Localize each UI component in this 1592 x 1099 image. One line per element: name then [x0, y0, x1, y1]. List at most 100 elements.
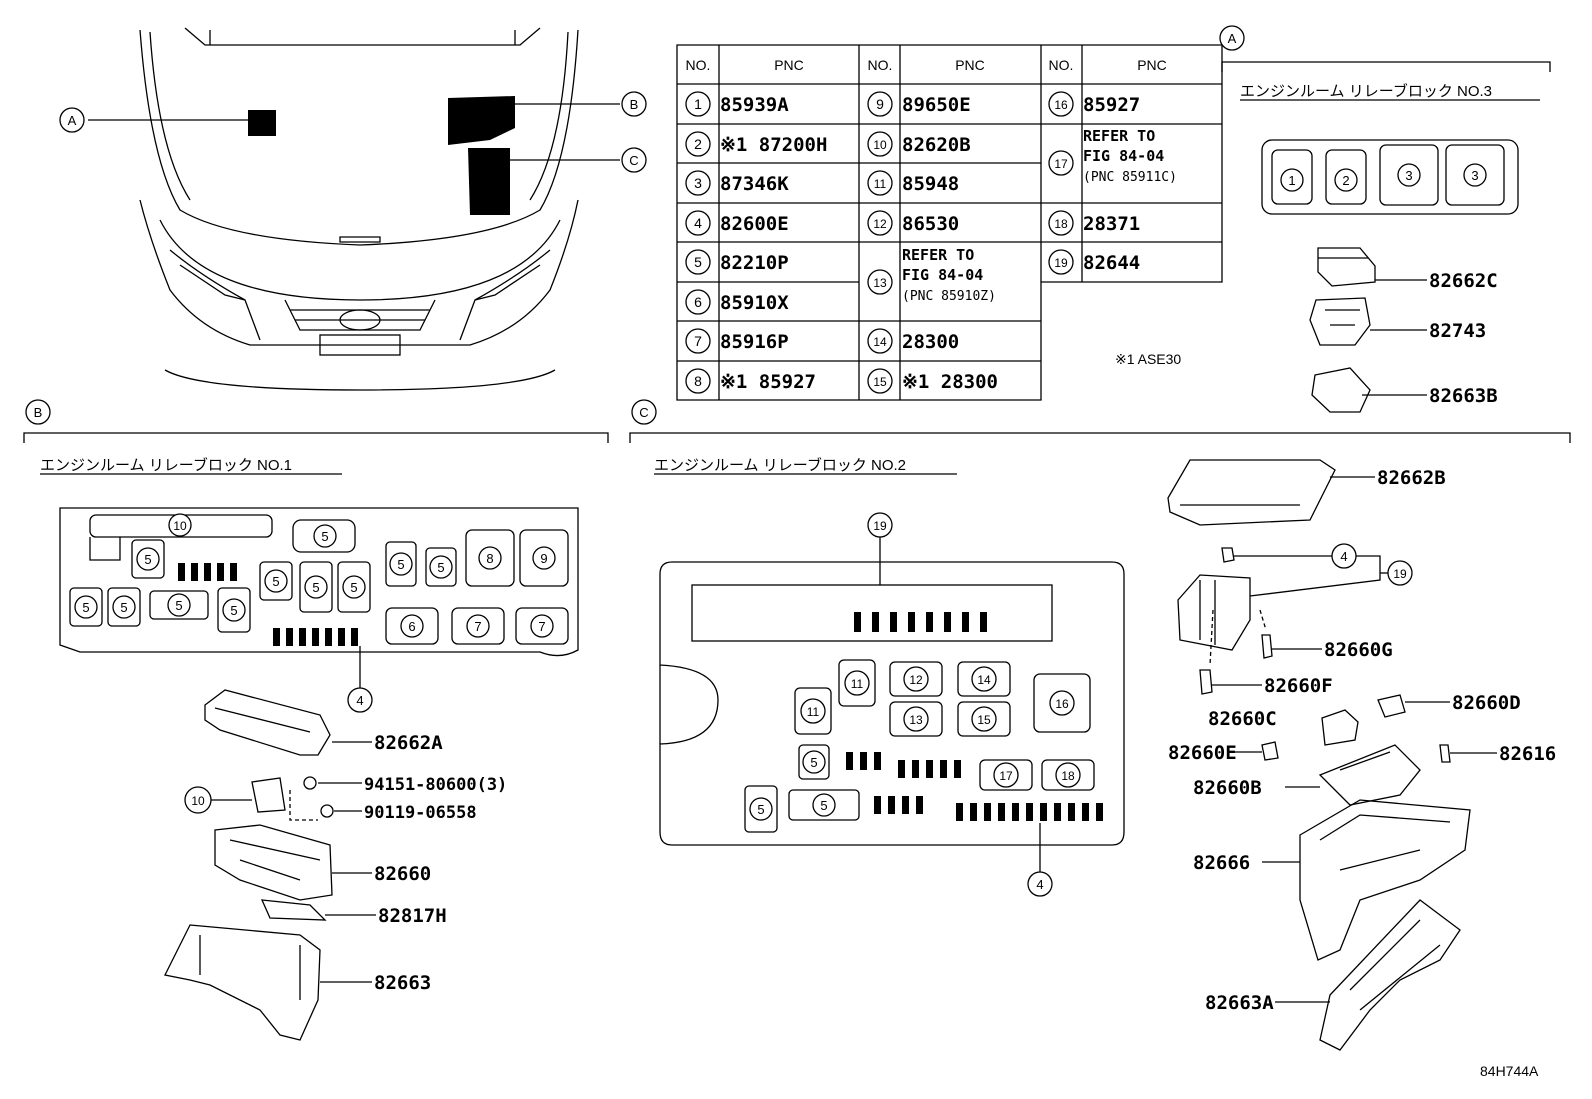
table-row-number-circle	[1048, 249, 1074, 275]
section-a-title: エンジンルーム リレーブロック NO.3	[1240, 82, 1492, 100]
table-row-number-circle	[685, 289, 711, 315]
table-row-number: 2	[694, 136, 702, 152]
svg-text:5: 5	[272, 574, 279, 589]
svg-text:5: 5	[757, 802, 764, 817]
table-row-pnc: ※1 87200H	[720, 134, 827, 156]
table-row-pnc: 85910X	[720, 292, 789, 314]
svg-text:4: 4	[356, 693, 363, 708]
section-c-header: C エンジンルーム リレーブロック NO.2	[629, 399, 1571, 475]
part-82743: 82743	[1429, 320, 1486, 342]
part-94151-80600: 94151-80600(3)	[364, 775, 507, 795]
svg-text:5: 5	[810, 755, 817, 770]
svg-text:19: 19	[1393, 567, 1407, 581]
table-row-pnc: 87346K	[720, 173, 789, 195]
table-row-number-circle	[685, 368, 711, 394]
table-row-number: 5	[694, 254, 702, 270]
part-82616: 82616	[1499, 743, 1556, 765]
svg-text:4: 4	[1340, 549, 1347, 564]
section-a-parts: 82662C 82743 82663B	[1309, 247, 1498, 413]
part-82663b: 82663B	[1429, 385, 1498, 407]
svg-text:5: 5	[397, 557, 404, 572]
table-row-number-circle	[685, 170, 711, 196]
svg-text:3: 3	[1405, 168, 1412, 183]
table-row-number-circle	[867, 131, 893, 157]
table-row-number-circle	[1048, 210, 1074, 236]
table-row-number: 14	[873, 335, 887, 349]
part-82660d: 82660D	[1452, 692, 1521, 714]
svg-text:5: 5	[175, 598, 182, 613]
svg-text:12: 12	[909, 673, 923, 687]
svg-text:13: 13	[909, 713, 923, 727]
callout-b-car: B	[621, 91, 647, 117]
table-row-pnc: 28300	[902, 331, 959, 353]
table-row-pnc: 85939A	[720, 94, 789, 116]
section-c-title: エンジンルーム リレーブロック NO.2	[654, 456, 906, 474]
part-82817h: 82817H	[378, 905, 447, 927]
svg-text:19: 19	[873, 519, 887, 533]
part-82660c: 82660C	[1208, 708, 1277, 730]
table-row-number: 4	[694, 215, 702, 231]
footnote: ※1 ASE30	[1115, 351, 1181, 367]
table-row-number: 17	[1054, 157, 1068, 171]
table-row-number: 1	[694, 96, 702, 112]
callout-a-car: A	[59, 107, 85, 133]
table-row-number: 13	[873, 276, 887, 290]
table-row-number: 6	[694, 294, 702, 310]
table-row-pnc: 82644	[1083, 252, 1140, 274]
table-row-number: 11	[874, 177, 887, 191]
svg-text:1: 1	[1288, 173, 1295, 188]
svg-text:5: 5	[350, 580, 357, 595]
svg-text:A: A	[1228, 31, 1237, 46]
table-row-number: 19	[1054, 256, 1068, 270]
table-row-number-circle	[685, 131, 711, 157]
svg-text:5: 5	[144, 552, 151, 567]
table-row-number: 16	[1054, 98, 1068, 112]
part-82662c: 82662C	[1429, 270, 1498, 292]
table-row-pnc: 86530	[902, 213, 959, 235]
part-82662b: 82662B	[1377, 467, 1446, 489]
part-82660g: 82660G	[1324, 639, 1393, 661]
table-row-number: 15	[873, 375, 887, 389]
svg-text:14: 14	[977, 673, 991, 687]
svg-text:C: C	[629, 153, 638, 168]
svg-text:16: 16	[1055, 697, 1069, 711]
table-row-number-circle	[685, 249, 711, 275]
svg-text:9: 9	[540, 551, 547, 566]
table-row-number-circle	[1048, 91, 1074, 117]
part-90119-06558: 90119-06558	[364, 803, 477, 823]
table-row-pnc: 85948	[902, 173, 959, 195]
svg-text:7: 7	[474, 619, 481, 634]
table-row-number-circle	[867, 328, 893, 354]
relay-block-no2: 19 11 11 12 13 14 15 16 5 17 18 5 5 4	[659, 512, 1125, 897]
section-a-header: A エンジンルーム リレーブロック NO.3	[1219, 25, 1551, 101]
table-row-pnc: 28371	[1083, 213, 1140, 235]
relay-block-no1: 10 5 5 5 5 5 5 5 5 5 5 5 8 9 6 7 7 4	[59, 507, 579, 713]
table-row-number-circle	[685, 210, 711, 236]
table-row-number: 8	[694, 373, 702, 389]
part-82666: 82666	[1193, 852, 1250, 874]
relay-block-no3: 1 2 3 3	[1261, 139, 1519, 215]
table-row-number: 7	[694, 333, 702, 349]
svg-text:8: 8	[486, 551, 493, 566]
svg-text:A: A	[68, 113, 77, 128]
part-82663: 82663	[374, 972, 431, 994]
table-row-pnc: ※1 85927	[720, 371, 816, 393]
svg-text:5: 5	[230, 603, 237, 618]
table-row-pnc: 82620B	[902, 134, 971, 156]
table-row-number: 10	[873, 138, 887, 152]
svg-text:5: 5	[82, 600, 89, 615]
part-82660b: 82660B	[1193, 777, 1262, 799]
table-row-number-circle	[685, 91, 711, 117]
col-pnc-header-3: PNC	[1137, 57, 1167, 73]
table-row-number-circle	[685, 328, 711, 354]
col-pnc-header-2: PNC	[955, 57, 985, 73]
figure-id: 84H744A	[1480, 1063, 1539, 1079]
table-row-pnc: 82210P	[720, 252, 789, 274]
svg-text:4: 4	[1036, 877, 1043, 892]
section-b-header: B エンジンルーム リレーブロック NO.1	[23, 399, 609, 475]
col-no-header-2: NO.	[868, 57, 893, 73]
table-row-number-circle	[1048, 150, 1074, 176]
